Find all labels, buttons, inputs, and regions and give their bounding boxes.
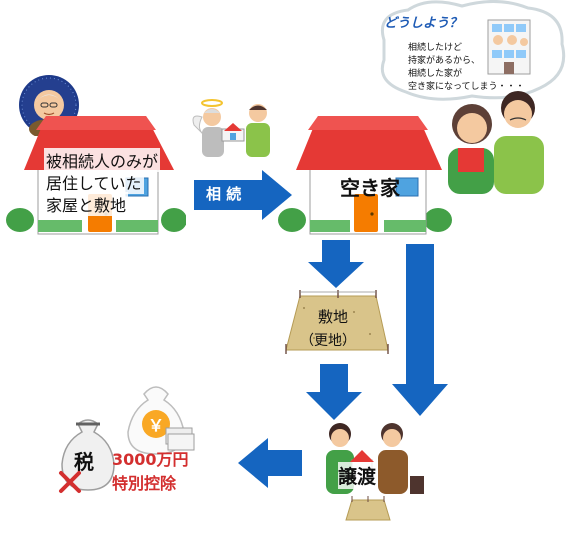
tax-special-deduction: 特別控除 [112,474,177,493]
inherit-arrow [194,170,294,220]
vacant-lot-line2: （更地） [300,333,356,349]
vacant-house [278,110,458,238]
thought-bubble-line4: 空き家になってしまう・・・ [408,82,525,92]
tax-badge: 税 [74,450,94,474]
long-down-arrow [392,244,448,416]
down-arrow-to-transfer [306,364,362,420]
small-lot-icon [344,496,392,522]
vacant-house-label: 空き家 [340,176,400,200]
money-bag-icon [114,380,198,456]
left-house-caption-line1: 被相続人のみが [44,148,161,172]
vacant-lot [284,288,390,356]
thought-bubble-title: どうしよう？ [384,16,463,31]
thought-bubble-line3: 相続した家が [408,69,463,79]
tax-bag-icon [56,414,120,494]
thought-bubble-line2: 持家があるから、 [408,56,481,66]
transfer-label: 譲渡 [338,462,377,489]
tax-amount: 3000万円 [112,450,189,469]
angel-handover-icon [190,95,280,165]
cross-icon [58,470,82,494]
money-bag-yen: ￥ [148,416,165,435]
left-house-caption-line2: 居住していた [44,170,144,194]
thought-bubble-line1: 相続したけど [408,43,463,53]
left-house-caption-line3: 家屋と敷地 [44,192,129,216]
down-arrow-to-lot [308,240,364,288]
left-arrow-to-tax [238,438,302,488]
apartment-icon [486,18,532,76]
vacant-lot-line1: 敷地 [318,308,349,326]
couple-worried-icon [440,86,550,194]
inherit-label: 相 続 [206,185,242,203]
